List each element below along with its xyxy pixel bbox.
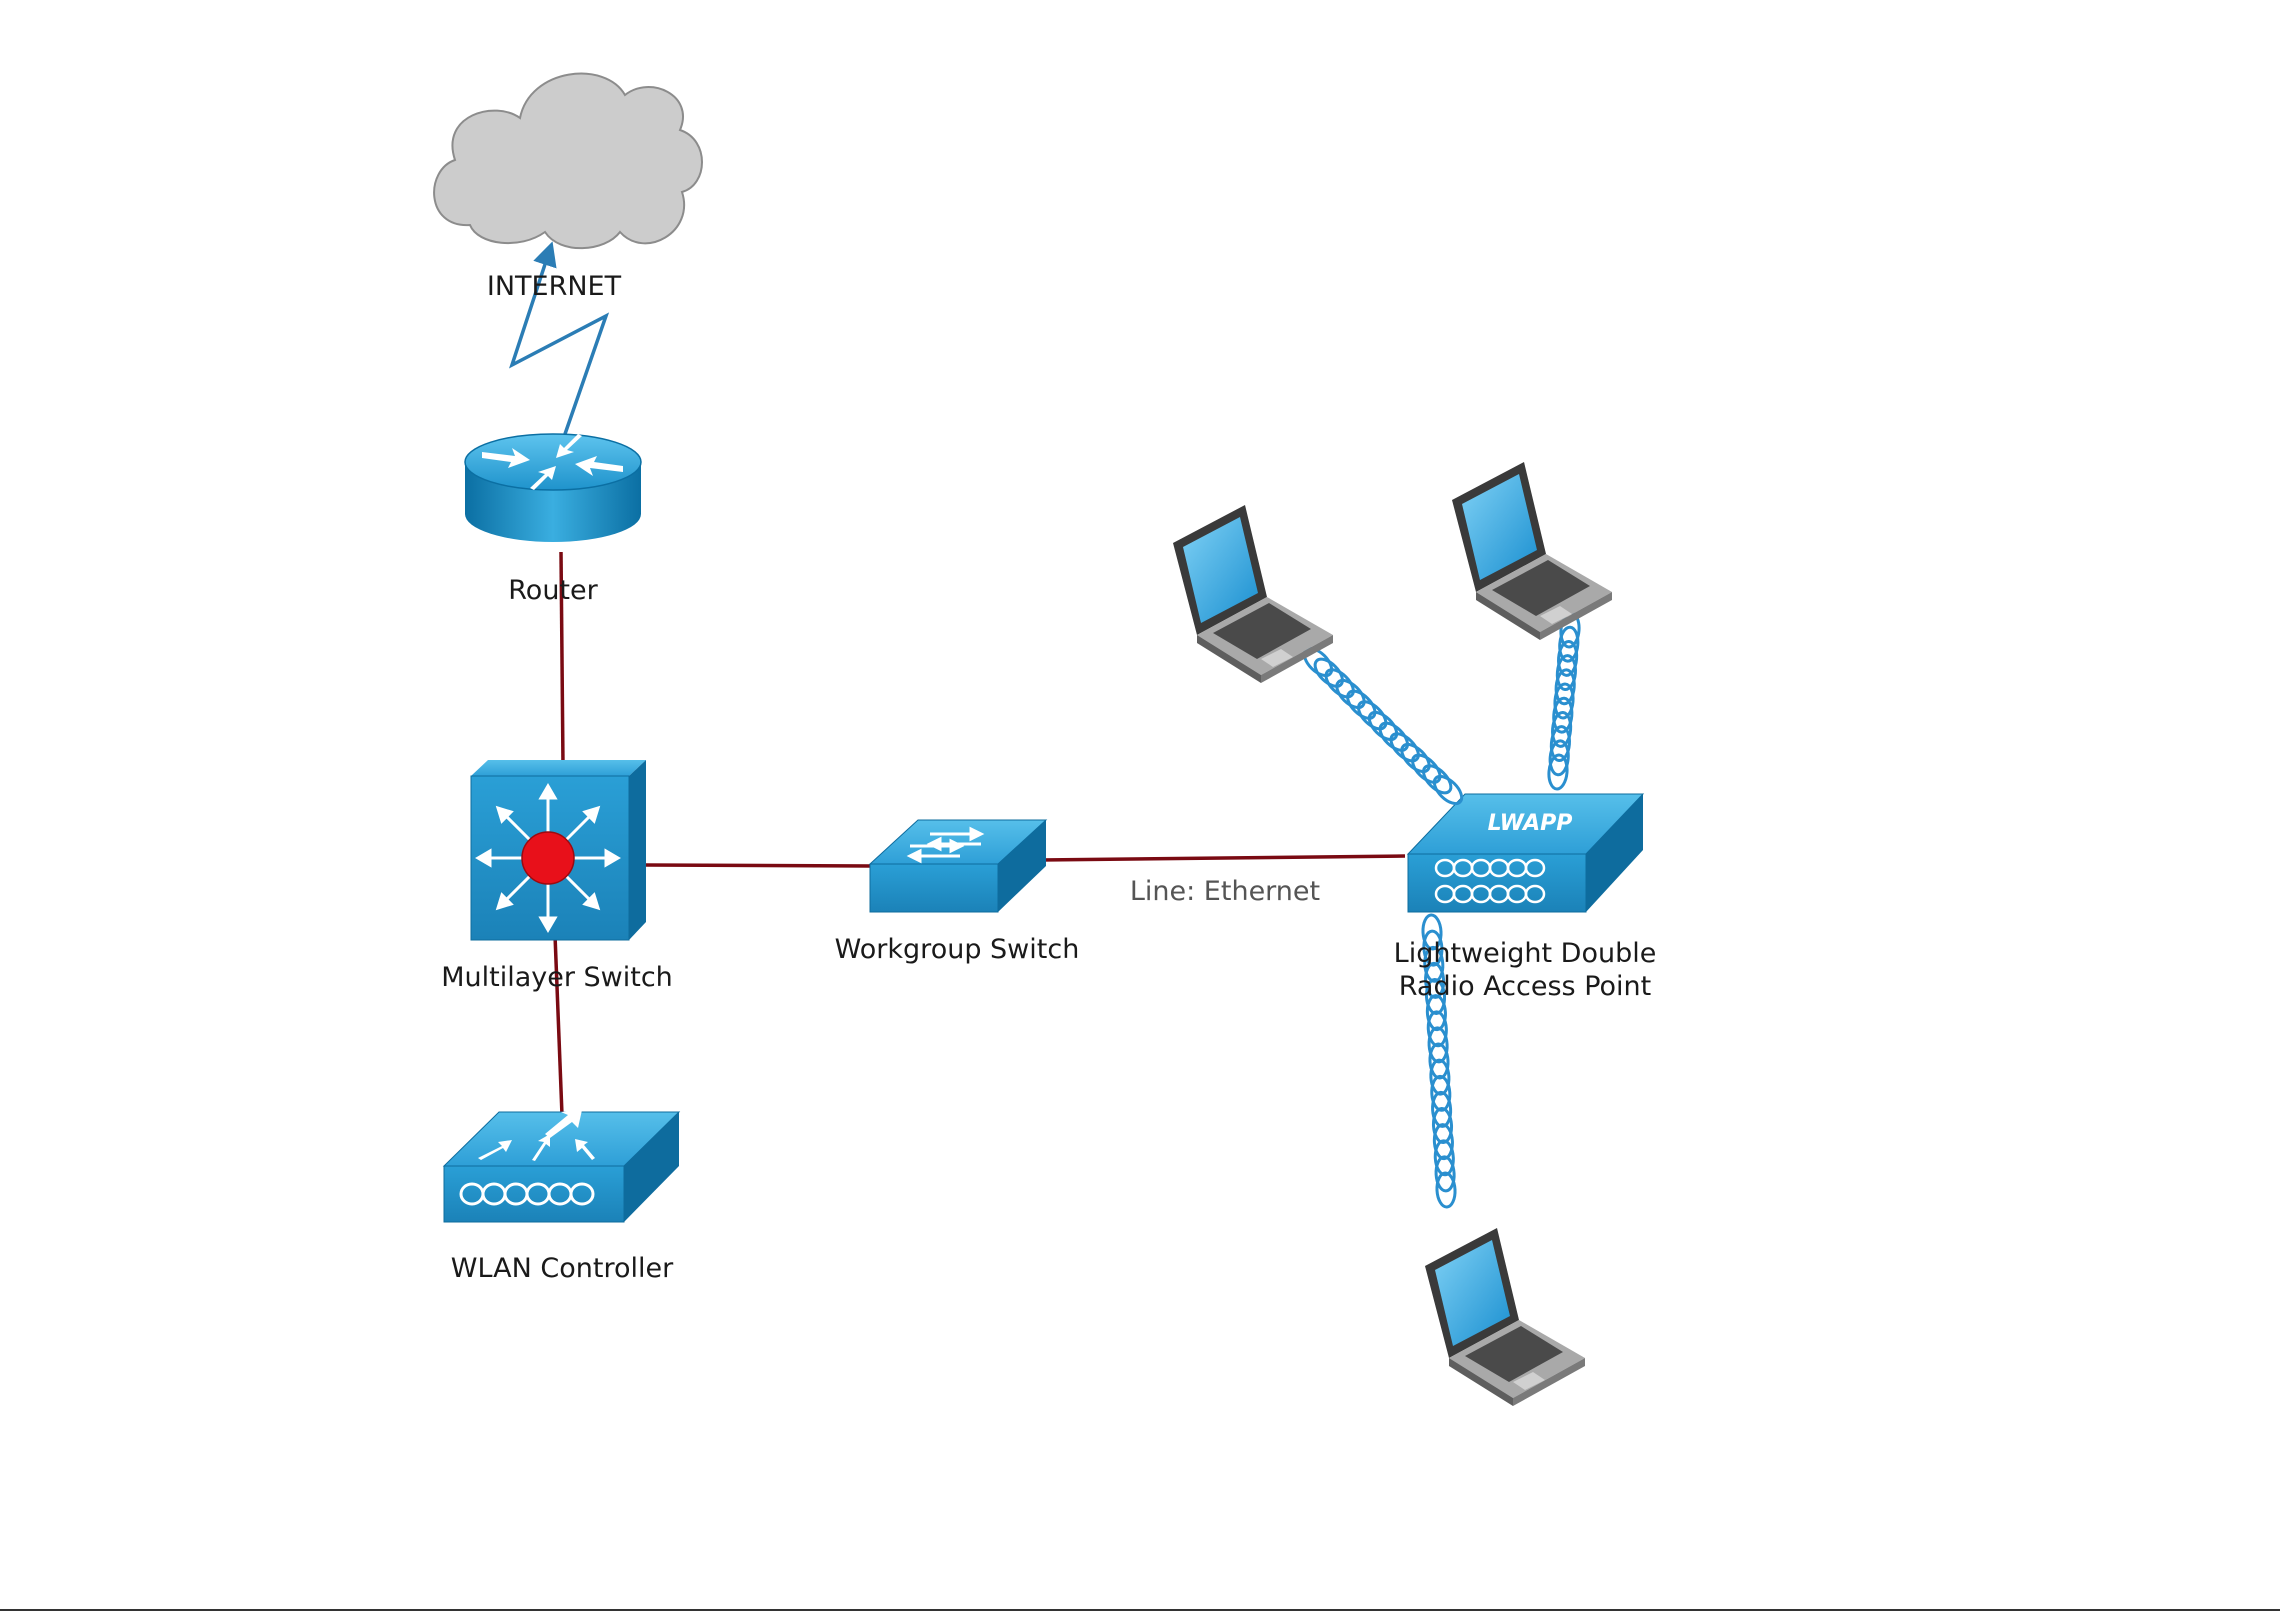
access-point-label-line1: Lightweight Double [1394,938,1657,969]
wlan-controller-icon [442,1110,681,1223]
access-point-icon: LWAPP [1406,793,1645,913]
wireless-link-laptop-left [1302,646,1464,806]
laptop-icon [1173,505,1333,683]
multilayer-switch-icon [470,760,646,941]
access-point-label-line2: Radio Access Point [1399,971,1652,1002]
workgroup-switch-icon [868,819,1048,913]
workgroup-switch-label: Workgroup Switch [835,934,1080,965]
wan-serial-link [508,241,610,435]
wlan-controller-label: WLAN Controller [451,1253,674,1284]
lwapp-badge: LWAPP [1488,811,1573,836]
wireless-link-laptop-right [1547,611,1581,791]
laptop-icon [1425,1228,1585,1406]
ethernet-link [1039,854,1406,862]
router-label: Router [508,575,598,606]
internet-label: INTERNET [487,271,622,302]
router-icon [464,433,642,542]
ethernet-line-label: Line: Ethernet [1130,876,1320,907]
wireless-link-laptop-bottom [1421,913,1457,1209]
multilayer-to-workgroup-link [645,863,873,868]
cloud-icon [433,72,703,250]
multilayer-switch-label: Multilayer Switch [441,962,673,993]
multilayer-to-wlan-link [553,934,564,1116]
router-to-multilayer-link [559,551,565,766]
laptop-icon [1452,462,1612,640]
